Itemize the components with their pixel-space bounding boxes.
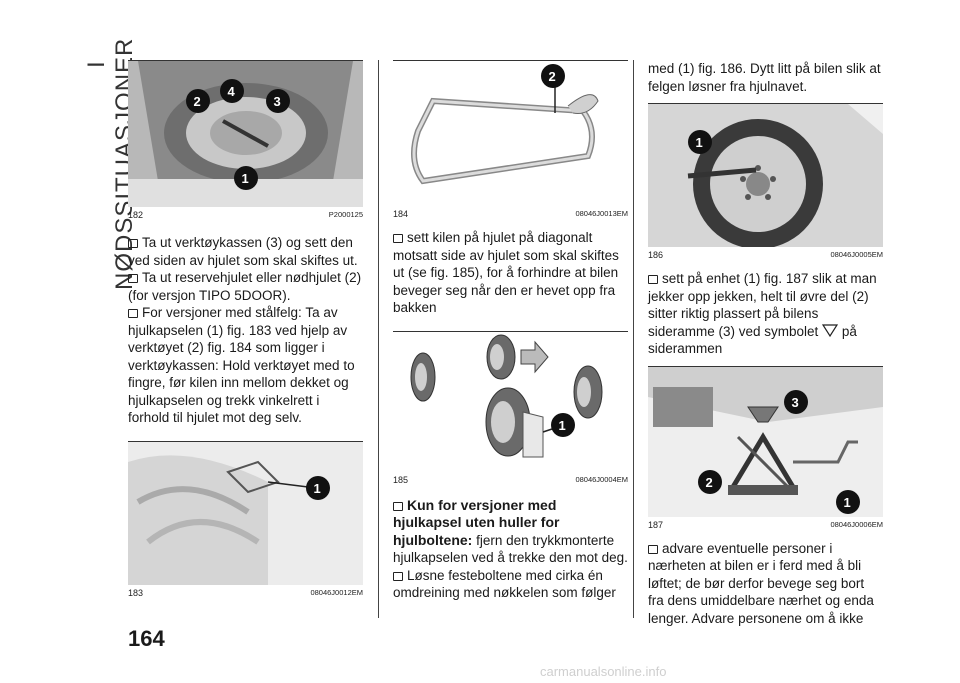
figure-number: 182 [128, 210, 144, 220]
book-icon [128, 239, 138, 248]
figure-184: 2 184 08046J0013EM [393, 60, 628, 219]
figure-image: 2 4 3 1 [128, 61, 363, 207]
paragraph: Kun for versjoner med hjulkapsel uten hu… [393, 496, 628, 565]
figure-number: 184 [393, 209, 409, 219]
figure-code: 08046J0005EM [830, 250, 883, 259]
paragraph: sett på enhet (1) fig. 187 slik at man j… [648, 271, 877, 356]
figure-number: 187 [648, 519, 664, 530]
callout-label: 4 [228, 84, 236, 99]
figure-code: 08046J0004EM [575, 474, 628, 484]
paragraph: Ta ut verktøykassen (3) og sett den ved … [128, 235, 358, 268]
figure-code: 08046J0012EM [310, 587, 363, 597]
figure-code: 08046J0006EM [830, 519, 883, 529]
callout-label: 2 [706, 475, 713, 490]
callout-label: 1 [242, 171, 249, 186]
book-icon [393, 571, 403, 581]
figure-186: 1 186 08046J0005EM [648, 103, 883, 260]
figure-image: 3 2 1 [648, 366, 883, 517]
paragraph: advare eventuelle personer i nærheten at… [648, 540, 874, 626]
figure-182: 2 4 3 1 182 P2000125 [128, 60, 363, 220]
figure-image: 1 [648, 104, 883, 247]
figure-number: 186 [648, 250, 664, 260]
figure-183: 1 183 08046J0012EM [128, 440, 363, 598]
page-number: 164 [128, 626, 165, 651]
book-icon [128, 309, 138, 318]
callout-label: 2 [549, 69, 556, 84]
callout-label: 3 [792, 395, 799, 410]
figure-image: 1 [128, 441, 363, 585]
figure-187: 3 2 1 187 08046J0006EM [648, 365, 883, 530]
figure-image: 1 [393, 331, 628, 472]
book-icon [128, 274, 138, 283]
figure-code: P2000125 [328, 210, 363, 219]
figure-185: 1 185 08046J0004EM [393, 330, 628, 485]
paragraph: med (1) fig. 186. Dytt litt på bilen sli… [648, 61, 881, 94]
paragraph: Ta ut reservehjulet eller nødhjulet (2) … [128, 270, 362, 303]
column-divider [378, 60, 379, 618]
column-3: med (1) fig. 186. Dytt litt på bilen sli… [648, 60, 883, 627]
book-icon [648, 275, 658, 284]
callout-label: 2 [194, 94, 201, 109]
callout-label: 1 [559, 418, 566, 433]
callout-label: 1 [314, 481, 321, 496]
figure-number: 183 [128, 587, 144, 598]
book-icon [393, 501, 403, 511]
triangle-symbol-icon [821, 323, 839, 337]
column-1: 2 4 3 1 182 P2000125 Ta ut verktøykassen … [128, 60, 363, 598]
column-divider [633, 60, 634, 618]
book-icon [393, 234, 403, 243]
paragraph: sett kilen på hjulet på diagonalt motsat… [393, 230, 619, 315]
paragraph: Løsne festeboltene med cirka én omdreini… [393, 567, 616, 600]
callout-label: 3 [274, 94, 281, 109]
column-2: 2 184 08046J0013EM sett kilen på hjulet p… [393, 60, 628, 602]
figure-number: 185 [393, 474, 409, 485]
callout-label: 1 [696, 135, 703, 150]
watermark: carmanualsonline.info [540, 664, 667, 679]
callout-label: 1 [844, 495, 851, 510]
paragraph: For versjoner med stålfelg: Ta av hjulka… [128, 305, 355, 425]
section-title: I NØDSSITUASJONER [83, 37, 138, 290]
figure-code: 08046J0013EM [575, 209, 628, 218]
book-icon [648, 544, 658, 554]
figure-image: 2 [393, 61, 628, 206]
